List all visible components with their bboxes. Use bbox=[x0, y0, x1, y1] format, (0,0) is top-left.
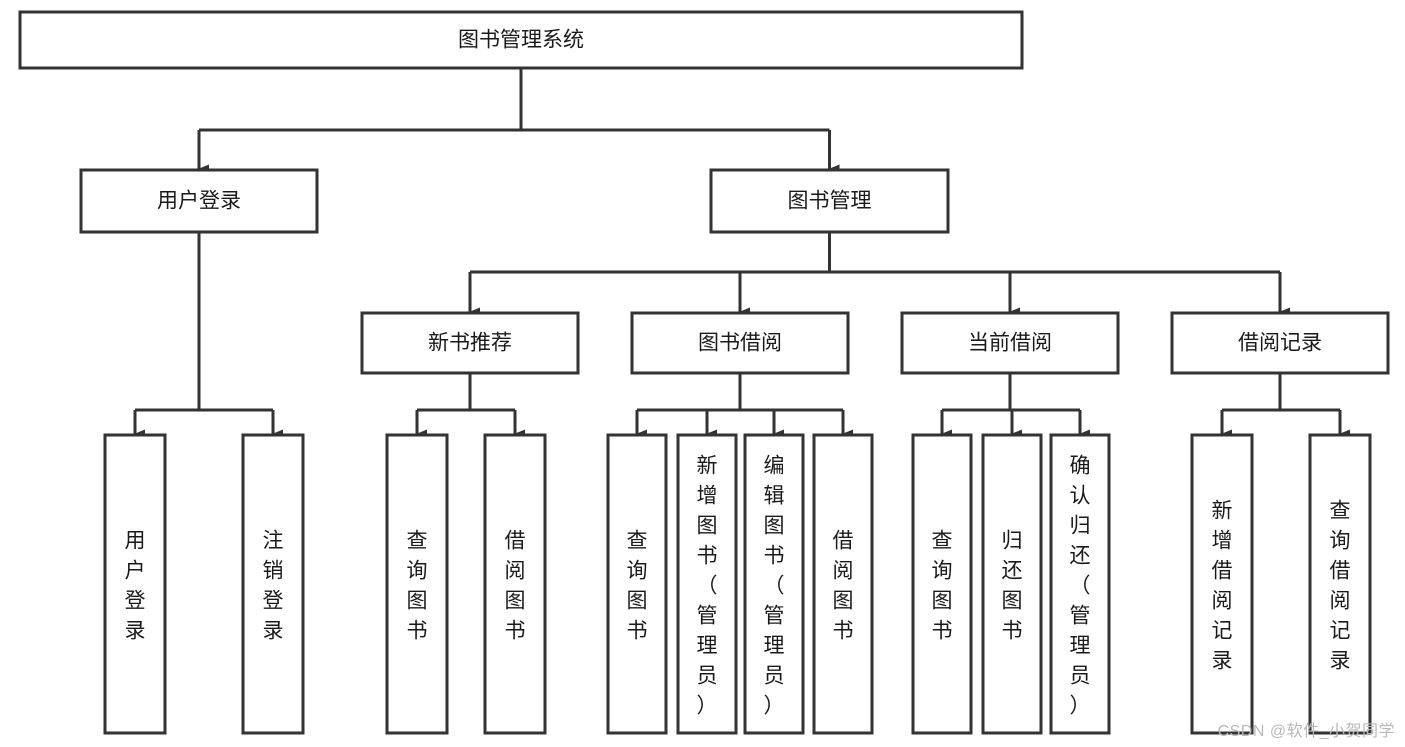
node-leaf-4-label: 查询图书 bbox=[627, 529, 648, 642]
node-leaf-2-box[interactable] bbox=[385, 433, 449, 735]
node-borrow-records-box[interactable] bbox=[1170, 311, 1390, 375]
node-leaf-0-label: 用户登录 bbox=[125, 529, 146, 642]
node-leaf-0[interactable]: 用户登录 bbox=[103, 433, 167, 735]
node-new-book-recommend-box[interactable] bbox=[360, 311, 580, 375]
node-leaf-5-label: 新增图书（管理员） bbox=[697, 454, 718, 717]
node-leaf-1-label: 注销登录 bbox=[263, 529, 284, 642]
node-leaf-8-label: 查询图书 bbox=[932, 529, 953, 642]
node-leaf-3[interactable]: 借阅图书 bbox=[483, 433, 547, 735]
node-leaf-4-box[interactable] bbox=[606, 433, 668, 735]
connector-records-to-leaves bbox=[1220, 373, 1350, 439]
node-leaf-12[interactable]: 查询借阅记录 bbox=[1308, 433, 1372, 735]
node-book-borrow-label: 图书借阅 bbox=[698, 332, 782, 355]
node-leaf-9-box[interactable] bbox=[981, 433, 1043, 735]
node-leaf-6-label: 编辑图书（管理员） bbox=[764, 454, 785, 717]
node-leaf-2-label: 查询图书 bbox=[407, 529, 428, 642]
node-leaf-7-label: 借阅图书 bbox=[833, 529, 854, 642]
node-leaf-12-label: 查询借阅记录 bbox=[1330, 499, 1351, 672]
node-leaf-1[interactable]: 注销登录 bbox=[241, 433, 305, 735]
node-book-management[interactable]: 图书管理 bbox=[709, 168, 950, 234]
node-leaf-8-box[interactable] bbox=[911, 433, 973, 735]
node-leaf-10-box[interactable] bbox=[1049, 433, 1111, 735]
node-user-login-label: 用户登录 bbox=[157, 190, 241, 213]
connector-borrow-to-leaves bbox=[635, 373, 853, 439]
node-leaf-6[interactable]: 编辑图书（管理员） bbox=[743, 433, 805, 735]
node-book-borrow[interactable]: 图书借阅 bbox=[630, 311, 850, 375]
connector-bookmgmt-to-level3 bbox=[468, 232, 1290, 317]
node-leaf-11-box[interactable] bbox=[1190, 433, 1254, 735]
node-leaf-5-box[interactable] bbox=[676, 433, 738, 735]
node-leaf-7[interactable]: 借阅图书 bbox=[812, 433, 874, 735]
node-root-system-label: 图书管理系统 bbox=[458, 29, 584, 52]
node-leaf-3-box[interactable] bbox=[483, 433, 547, 735]
node-borrow-records[interactable]: 借阅记录 bbox=[1170, 311, 1390, 375]
node-book-management-label: 图书管理 bbox=[788, 190, 872, 213]
node-user-login[interactable]: 用户登录 bbox=[79, 168, 319, 234]
node-leaf-10-label: 确认归还（管理员） bbox=[1070, 454, 1091, 717]
node-leaf-5[interactable]: 新增图书（管理员） bbox=[676, 433, 738, 735]
node-leaf-0-box[interactable] bbox=[103, 433, 167, 735]
watermark-label: CSDN @软件_小贺同学 bbox=[1217, 723, 1395, 740]
nodes-layer: 图书管理系统用户登录图书管理新书推荐图书借阅当前借阅借阅记录用户登录注销登录查询… bbox=[18, 10, 1390, 735]
node-leaf-6-box[interactable] bbox=[743, 433, 805, 735]
node-leaf-1-box[interactable] bbox=[241, 433, 305, 735]
connector-current-to-leaves bbox=[940, 373, 1090, 439]
node-leaf-12-box[interactable] bbox=[1308, 433, 1372, 735]
node-leaf-3-label: 借阅图书 bbox=[505, 529, 526, 642]
node-leaf-9[interactable]: 归还图书 bbox=[981, 433, 1043, 735]
node-leaf-8[interactable]: 查询图书 bbox=[911, 433, 973, 735]
node-current-borrow-box[interactable] bbox=[900, 311, 1120, 375]
node-current-borrow-label: 当前借阅 bbox=[968, 332, 1052, 355]
connector-root-to-level2 bbox=[197, 68, 840, 174]
node-current-borrow[interactable]: 当前借阅 bbox=[900, 311, 1120, 375]
node-book-borrow-box[interactable] bbox=[630, 311, 850, 375]
node-new-book-recommend-label: 新书推荐 bbox=[428, 332, 512, 355]
node-new-book-recommend[interactable]: 新书推荐 bbox=[360, 311, 580, 375]
node-leaf-4[interactable]: 查询图书 bbox=[606, 433, 668, 735]
node-book-management-box[interactable] bbox=[709, 168, 950, 234]
node-root-system-box[interactable] bbox=[18, 10, 1024, 70]
node-borrow-records-label: 借阅记录 bbox=[1238, 332, 1322, 355]
connector-login-to-leaves bbox=[133, 232, 283, 439]
node-leaf-11[interactable]: 新增借阅记录 bbox=[1190, 433, 1254, 735]
edges-layer bbox=[133, 68, 1350, 439]
node-leaf-11-label: 新增借阅记录 bbox=[1212, 499, 1233, 672]
node-leaf-7-box[interactable] bbox=[812, 433, 874, 735]
node-user-login-box[interactable] bbox=[79, 168, 319, 234]
node-leaf-2[interactable]: 查询图书 bbox=[385, 433, 449, 735]
node-leaf-9-label: 归还图书 bbox=[1002, 529, 1023, 642]
node-leaf-10[interactable]: 确认归还（管理员） bbox=[1049, 433, 1111, 735]
connector-newbook-to-leaves bbox=[415, 373, 525, 439]
node-root-system[interactable]: 图书管理系统 bbox=[18, 10, 1024, 70]
